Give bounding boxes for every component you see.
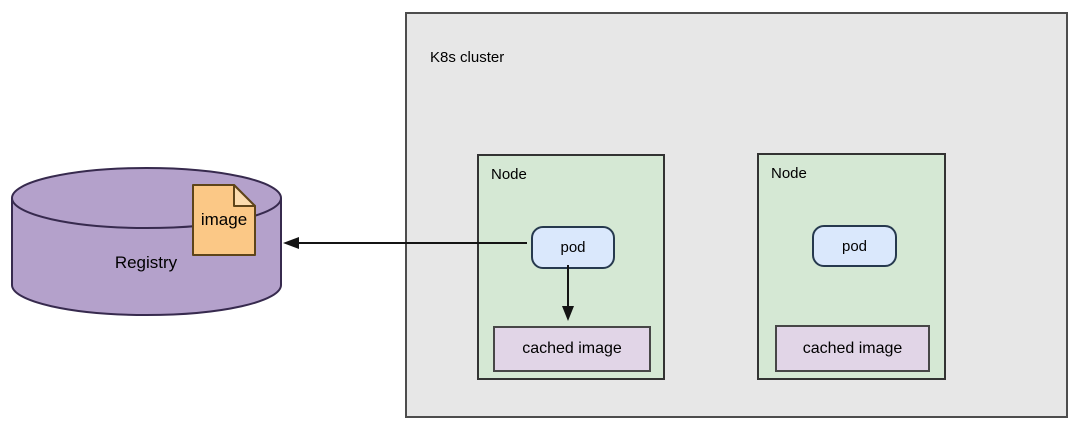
- registry-label: Registry: [114, 253, 178, 272]
- image-document-label: image: [200, 210, 248, 229]
- node-label-1: Node: [491, 166, 527, 183]
- registry-cylinder-body: [11, 167, 282, 316]
- k8s-cluster-box: K8s cluster Node pod cached image Node p…: [405, 12, 1068, 418]
- node-box-2: Node pod cached image: [757, 153, 946, 380]
- node-label-2: Node: [771, 165, 807, 182]
- cached-image-box-2: cached image: [775, 325, 930, 372]
- pod-box-1: pod: [531, 226, 615, 269]
- registry-cylinder: [11, 167, 282, 316]
- image-document-fold: [233, 184, 256, 207]
- k8s-cluster-label: K8s cluster: [430, 49, 505, 66]
- pod-box-2: pod: [812, 225, 897, 267]
- cached-image-box-1: cached image: [493, 326, 651, 372]
- node-box-1: Node pod cached image: [477, 154, 665, 380]
